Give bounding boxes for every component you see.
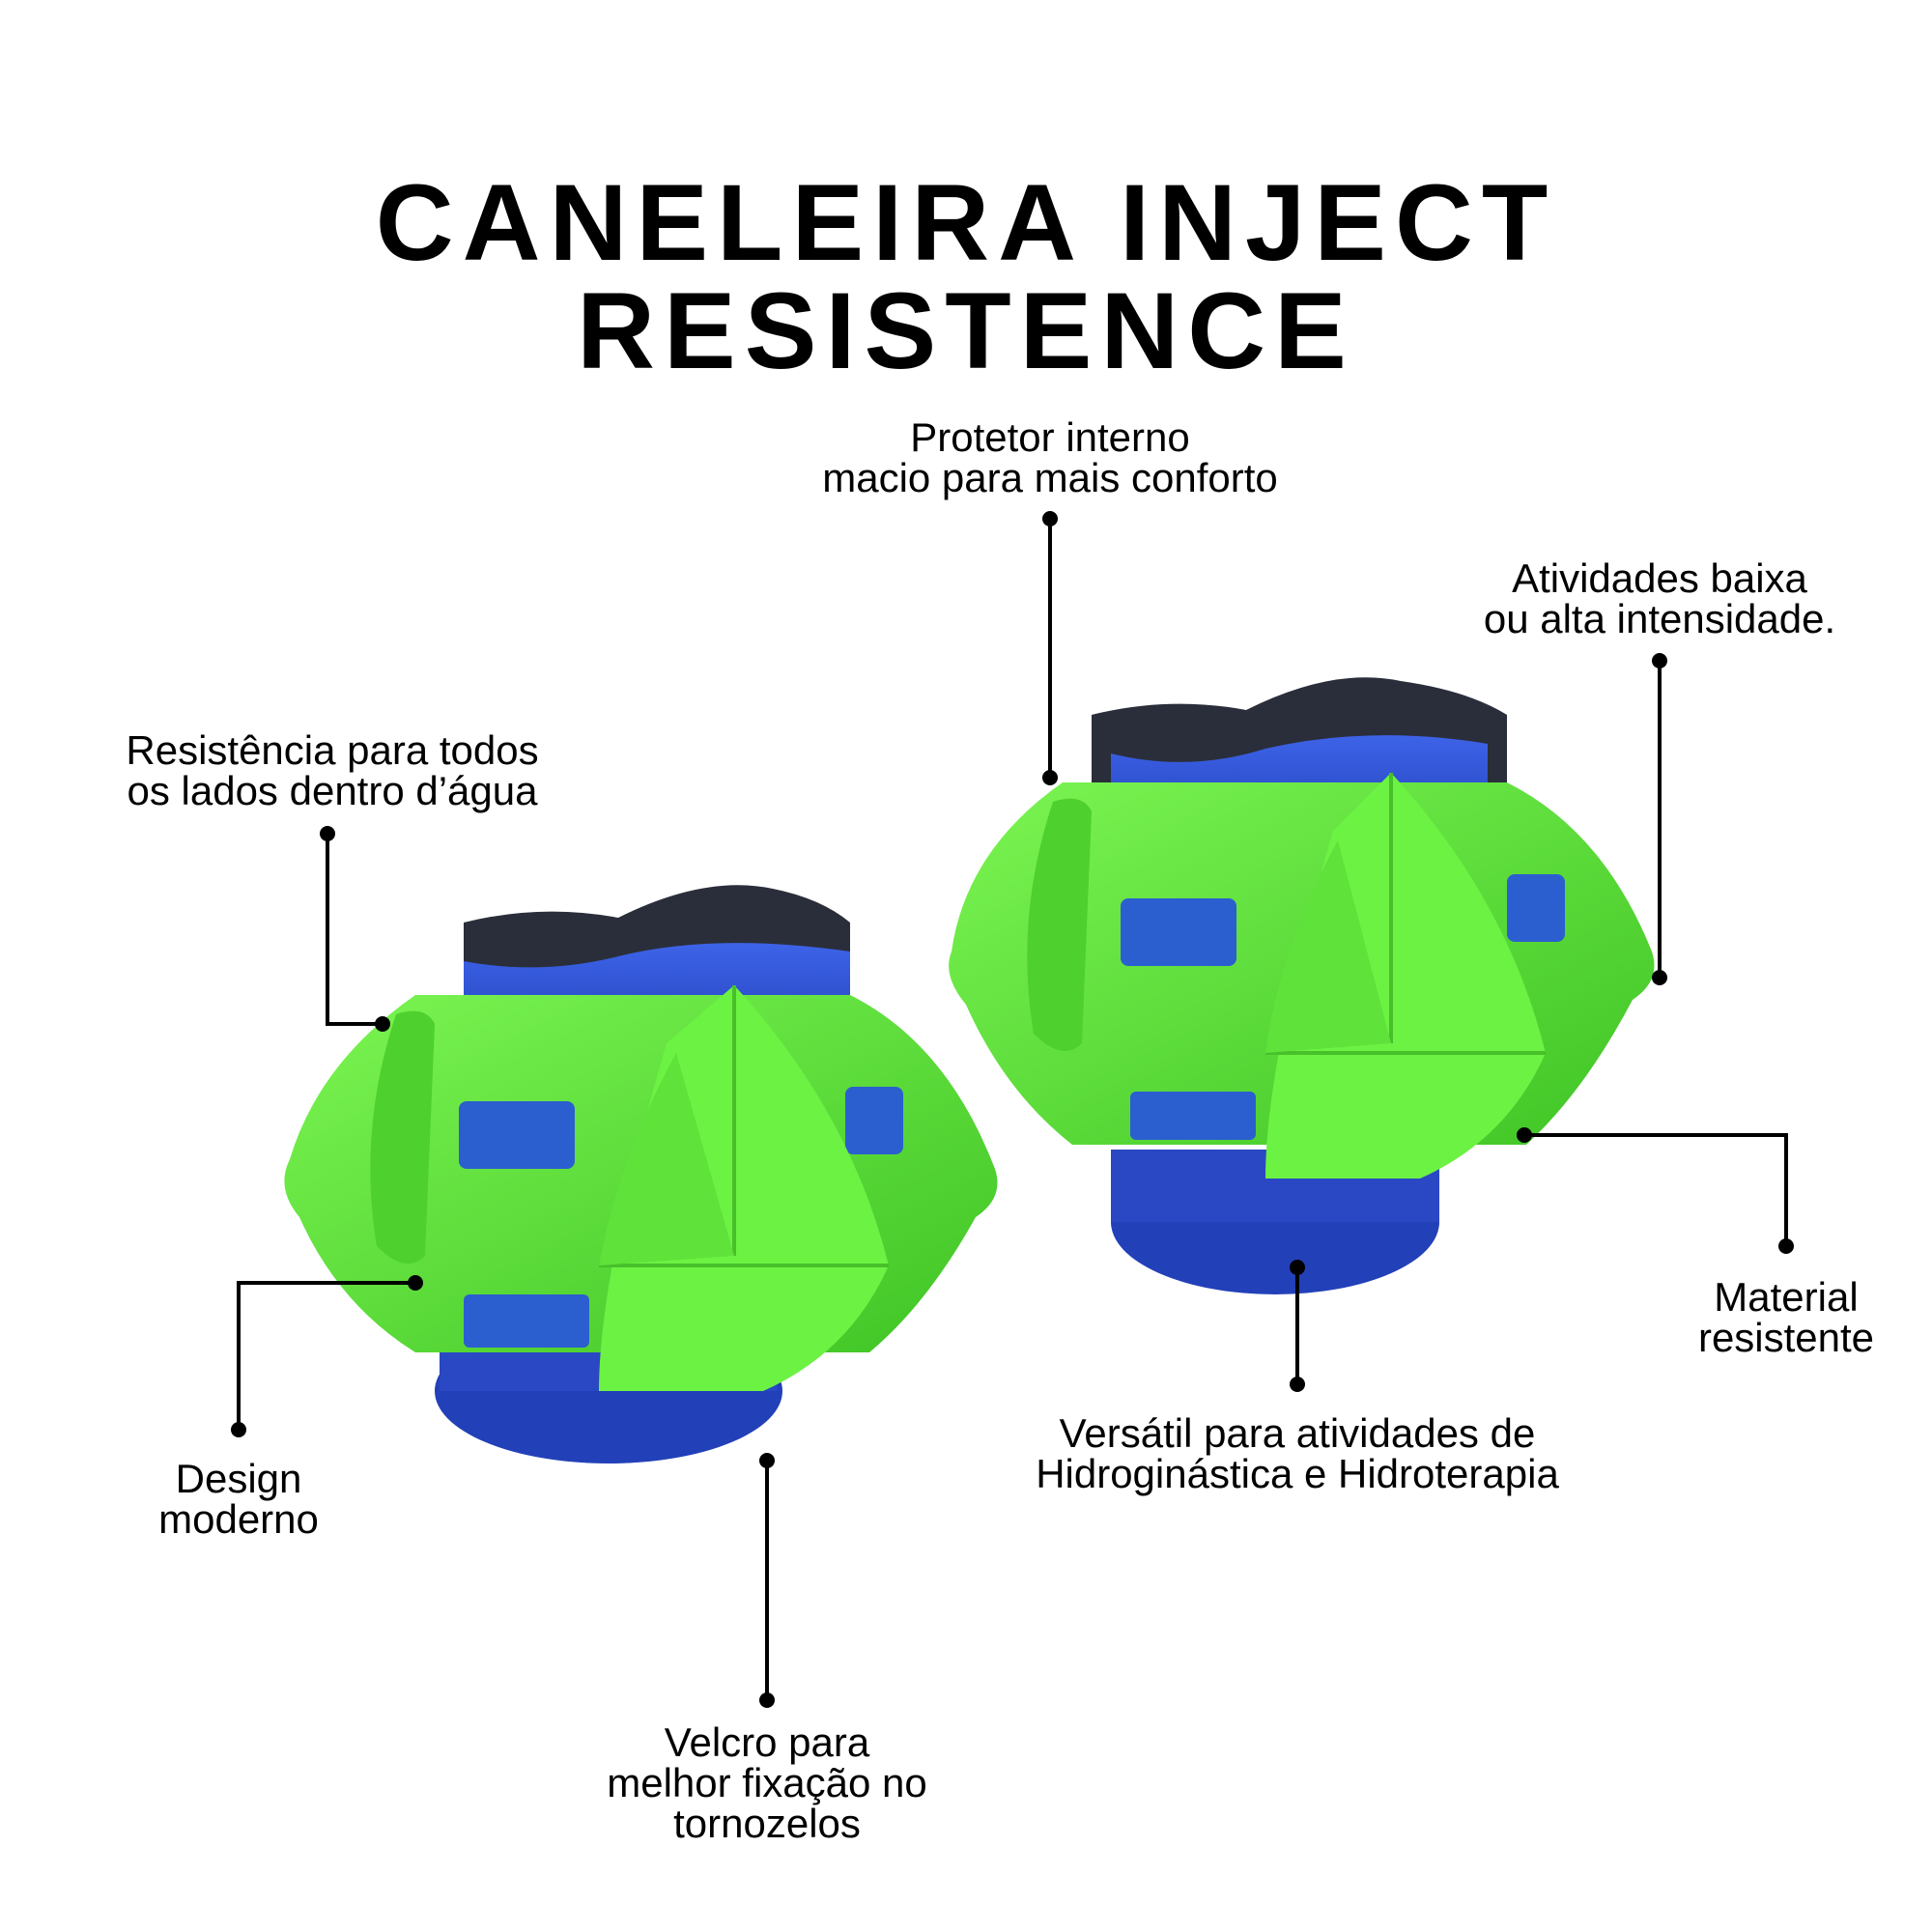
callout-material-line2: resistente — [1697, 1315, 1875, 1360]
callout-dot — [759, 1453, 775, 1468]
callout-line-resistencia — [326, 834, 383, 1026]
callout-dot — [231, 1422, 246, 1437]
callout-dot — [375, 1016, 390, 1032]
callout-dot — [1652, 970, 1667, 985]
callout-velcro-line1: Velcro para — [664, 1719, 870, 1765]
callout-material: Material resistente — [1641, 1277, 1931, 1358]
velcro-strap — [1121, 898, 1236, 966]
callout-dot — [320, 826, 335, 841]
callout-design: Design moderno — [94, 1459, 384, 1540]
callout-velcro: Velcro para melhor fixação no tornozelos — [574, 1722, 960, 1844]
callout-resistencia: Resistência para todos os lados dentro d… — [81, 730, 583, 811]
callout-material-line1: Material — [1714, 1274, 1859, 1320]
callout-protetor-line1: Protetor interno — [910, 414, 1190, 460]
velcro-strap — [459, 1101, 575, 1169]
ankle-weight-right — [949, 677, 1655, 1294]
callout-dot — [1778, 1238, 1794, 1254]
callout-velcro-line3: tornozelos — [673, 1801, 861, 1846]
callout-protetor-line2: macio para mais conforto — [822, 455, 1278, 500]
callout-line-design — [237, 1281, 415, 1430]
callout-line-material — [1524, 1133, 1788, 1246]
foam-fin — [1027, 798, 1092, 1051]
callout-dot — [1290, 1260, 1305, 1275]
callout-atividades-line1: Atividades baixa — [1512, 555, 1807, 601]
callout-resistencia-line2: os lados dentro d’água — [127, 768, 538, 813]
callout-dot — [1042, 511, 1058, 526]
callout-design-line2: moderno — [158, 1496, 319, 1542]
callout-dot — [759, 1692, 775, 1708]
callout-dot — [1042, 770, 1058, 785]
callout-resistencia-line1: Resistência para todos — [126, 727, 539, 773]
callout-lines — [237, 519, 1788, 1700]
callout-dot — [408, 1275, 423, 1291]
page-title: CANELEIRA INJECT RESISTENCE — [375, 162, 1557, 391]
callout-atividades: Atividades baixa ou alta intensidade. — [1418, 558, 1901, 639]
foam-fin — [370, 1010, 435, 1264]
callout-versatil-line2: Hidroginástica e Hidroterapia — [1036, 1451, 1559, 1496]
callout-design-line1: Design — [175, 1456, 302, 1501]
callout-dot — [1290, 1377, 1305, 1392]
velcro-strap — [1507, 874, 1565, 942]
ankle-weight-left — [284, 885, 998, 1463]
callout-dot — [1517, 1127, 1532, 1143]
callout-velcro-line2: melhor fixação no — [607, 1760, 927, 1805]
callout-versatil: Versátil para atividades de Hidroginásti… — [969, 1413, 1626, 1494]
callout-atividades-line2: ou alta intensidade. — [1483, 596, 1836, 641]
velcro-strap — [845, 1087, 903, 1154]
callout-dots — [231, 511, 1794, 1708]
callout-versatil-line1: Versátil para atividades de — [1059, 1410, 1536, 1456]
callout-protetor: Protetor interno macio para mais confort… — [760, 417, 1340, 498]
callout-dot — [1652, 653, 1667, 668]
